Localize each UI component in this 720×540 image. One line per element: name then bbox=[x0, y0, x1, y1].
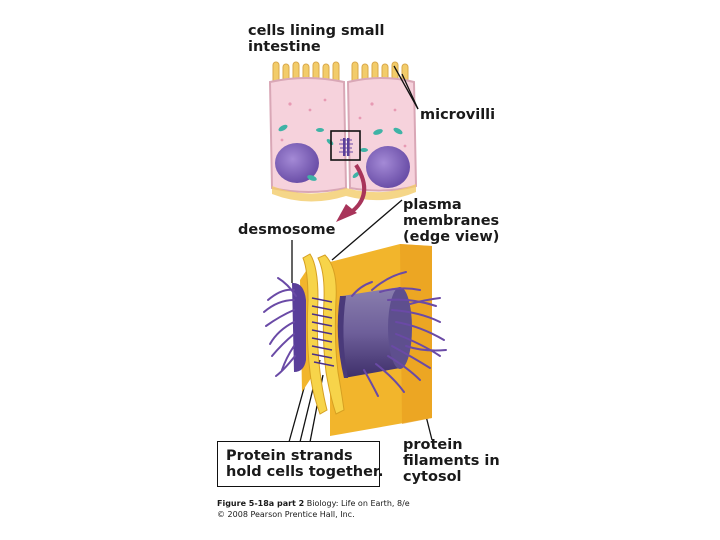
label-microvilli: microvilli bbox=[420, 107, 496, 123]
figure-caption: Figure 5-18a part 2 Biology: Life on Ear… bbox=[217, 499, 410, 509]
filaments-right bbox=[351, 271, 447, 397]
copyright-line: © 2008 Pearson Prentice Hall, Inc. bbox=[217, 510, 355, 519]
intestine-cells bbox=[268, 61, 418, 202]
vesicles bbox=[280, 98, 407, 148]
book-title: Biology: Life on Earth, 8/e bbox=[304, 499, 410, 508]
label-protein-filaments: protein filaments in cytosol bbox=[403, 437, 500, 485]
filaments-left bbox=[263, 277, 297, 377]
zoom-box bbox=[330, 130, 361, 161]
desmosome-enlarged bbox=[263, 244, 447, 436]
cell-base bbox=[272, 184, 416, 202]
label-desmosome: desmosome bbox=[238, 222, 336, 238]
label-cells-lining-small-intestine: cells lining small intestine bbox=[248, 23, 385, 55]
membrane-left bbox=[302, 253, 328, 415]
plaque-left bbox=[292, 282, 306, 372]
callout-box bbox=[217, 441, 380, 487]
label-plasma-membranes: plasma membranes (edge view) bbox=[403, 197, 500, 245]
protein-strands bbox=[311, 297, 335, 367]
nucleus-right bbox=[366, 146, 410, 188]
nucleus-left bbox=[275, 143, 319, 183]
figure-number: Figure 5-18a part 2 bbox=[217, 499, 305, 508]
desmosome-small bbox=[339, 138, 353, 156]
zoom-arrow bbox=[336, 163, 367, 222]
label-protein-strands: Protein strands hold cells together. bbox=[226, 448, 384, 480]
